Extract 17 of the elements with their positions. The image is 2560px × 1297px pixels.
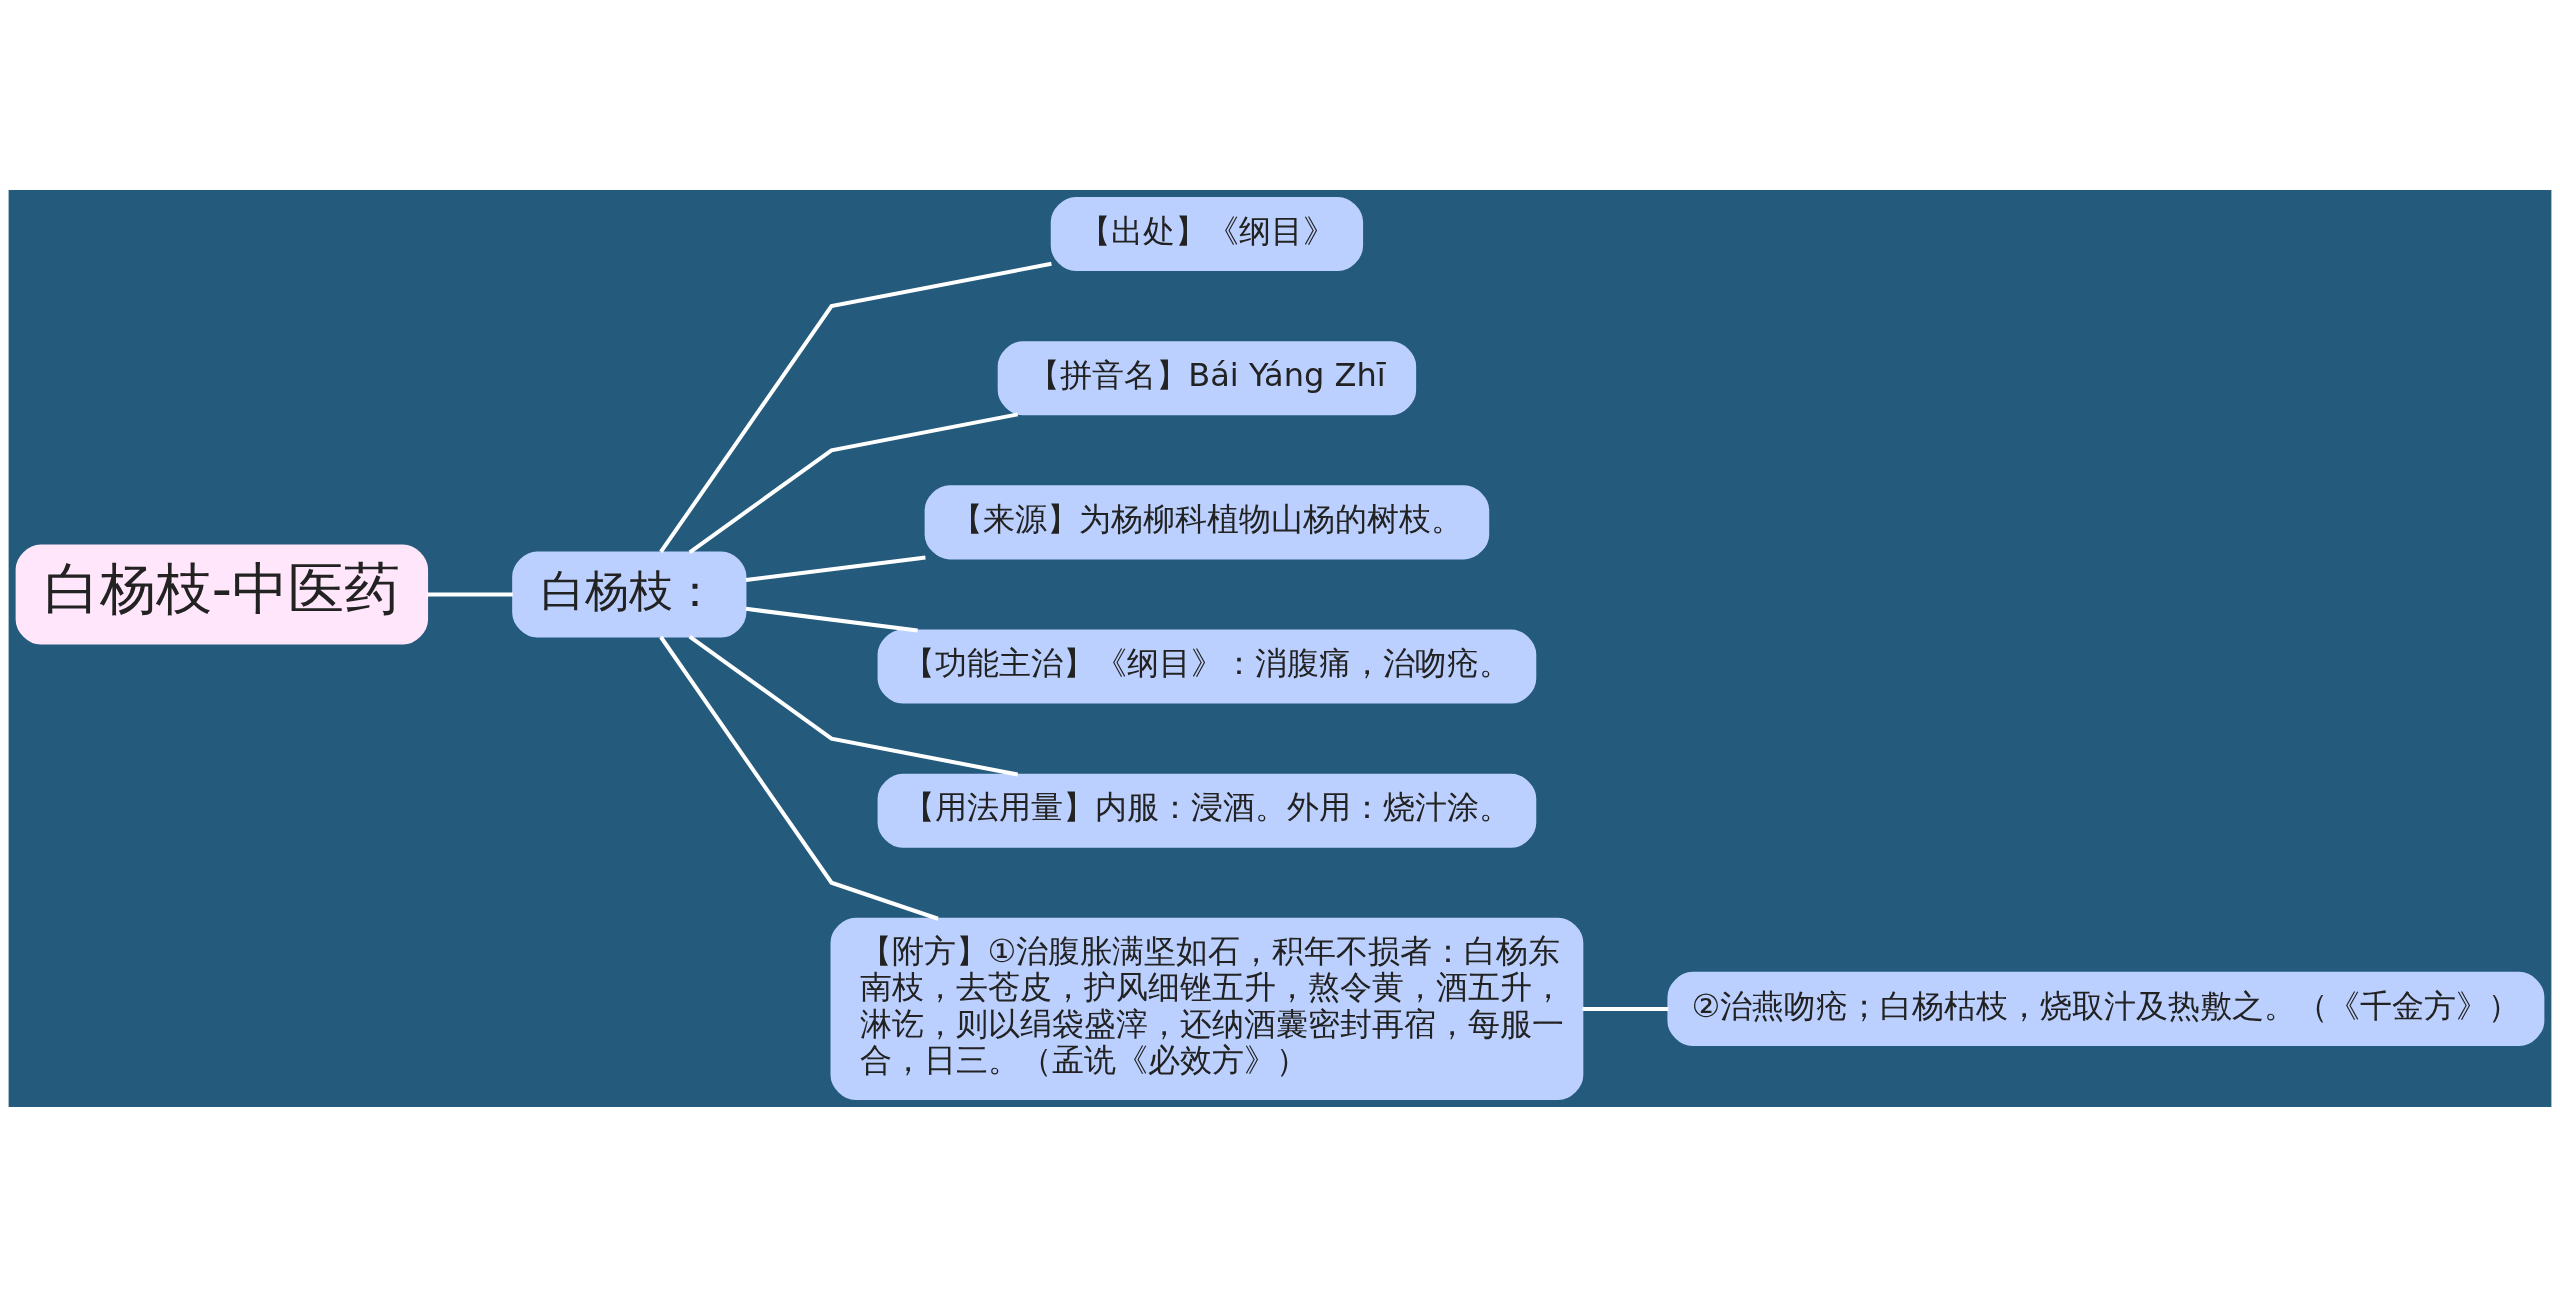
connector [745,555,926,582]
connector [688,412,1019,554]
node-box: 白杨枝： [512,551,747,638]
connector [1582,1006,1669,1011]
node-box: 【出处】《纲目》 [1050,197,1364,272]
node-box: 【功能主治】《纲目》：消腹痛，治吻疮。 [877,629,1537,704]
connector [659,261,1052,554]
node-box: 【来源】为杨柳科植物山杨的树枝。 [924,485,1490,560]
connector [659,635,939,921]
node-box: 【用法用量】内服：浸酒。外用：烧汁涂。 [877,773,1537,848]
connector [688,634,1019,777]
connector [427,592,513,597]
node-box: 白杨枝-中医药 [15,544,429,645]
connector [745,606,918,633]
node-box: 【拼音名】Bái Yáng Zhī [997,341,1417,416]
node-box: 【附方】①治腹胀满坚如石，积年不损者：白杨东南枝，去苍皮，护风细锉五升，熬令黄，酒五升，淋讫，则以绢袋盛滓，还纳酒囊密封再宿，每服一合，日三。（孟诜《必效方》） [830,917,1584,1100]
node-box: ②治燕吻疮；白杨枯枝，烧取汁及热敷之。（《千金方》） [1667,971,2545,1046]
